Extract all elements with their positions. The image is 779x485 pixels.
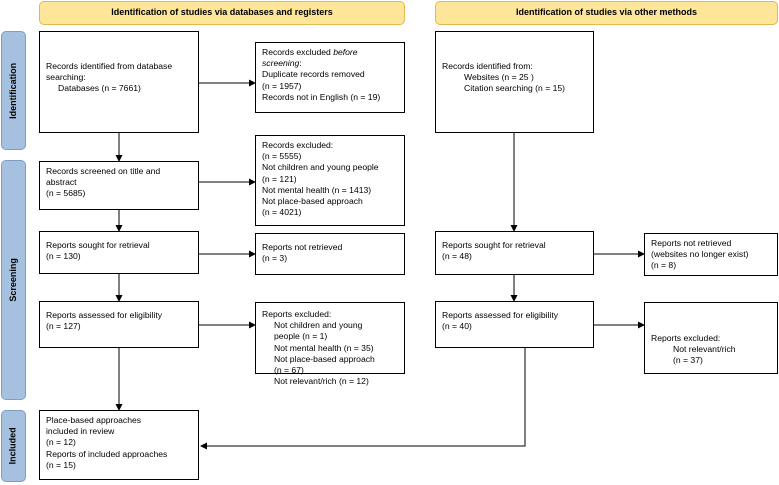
other-records-identified-box: Records identified from: Websites (n = 2… <box>435 31 594 133</box>
other-reports-excluded-box: Reports excluded: Not relevant/rich (n =… <box>644 302 778 374</box>
included-approaches-box: Place-based approaches included in revie… <box>39 410 199 480</box>
db-records-excluded-box: Records excluded: (n = 5555) Not childre… <box>255 135 405 226</box>
other-methods-header: Identification of studies via other meth… <box>435 1 778 25</box>
db-records-identified-box: Records identified from database searchi… <box>39 31 199 133</box>
db-reports-assessed-box: Reports assessed for eligibility (n = 12… <box>39 301 199 348</box>
databases-header: Identification of studies via databases … <box>39 1 405 25</box>
identification-stage-label: Identification <box>1 31 26 150</box>
db-records-screened-box: Records screened on title and abstract (… <box>39 161 199 210</box>
db-reports-excluded-box: Reports excluded: Not children and young… <box>255 302 405 386</box>
included-stage-label: Included <box>1 410 26 482</box>
db-reports-not-retrieved-box: Reports not retrieved (n = 3) <box>255 233 405 275</box>
other-reports-not-retrieved-box: Reports not retrieved (websites no longe… <box>644 233 778 276</box>
screening-stage-label: Screening <box>1 160 26 400</box>
db-records-excluded-before-screening-box: Records excluded before screening: Dupli… <box>255 42 405 113</box>
db-reports-sought-box: Reports sought for retrieval (n = 130) <box>39 231 199 274</box>
other-reports-assessed-box: Reports assessed for eligibility (n = 40… <box>435 301 594 348</box>
other-reports-sought-box: Reports sought for retrieval (n = 48) <box>435 231 594 275</box>
